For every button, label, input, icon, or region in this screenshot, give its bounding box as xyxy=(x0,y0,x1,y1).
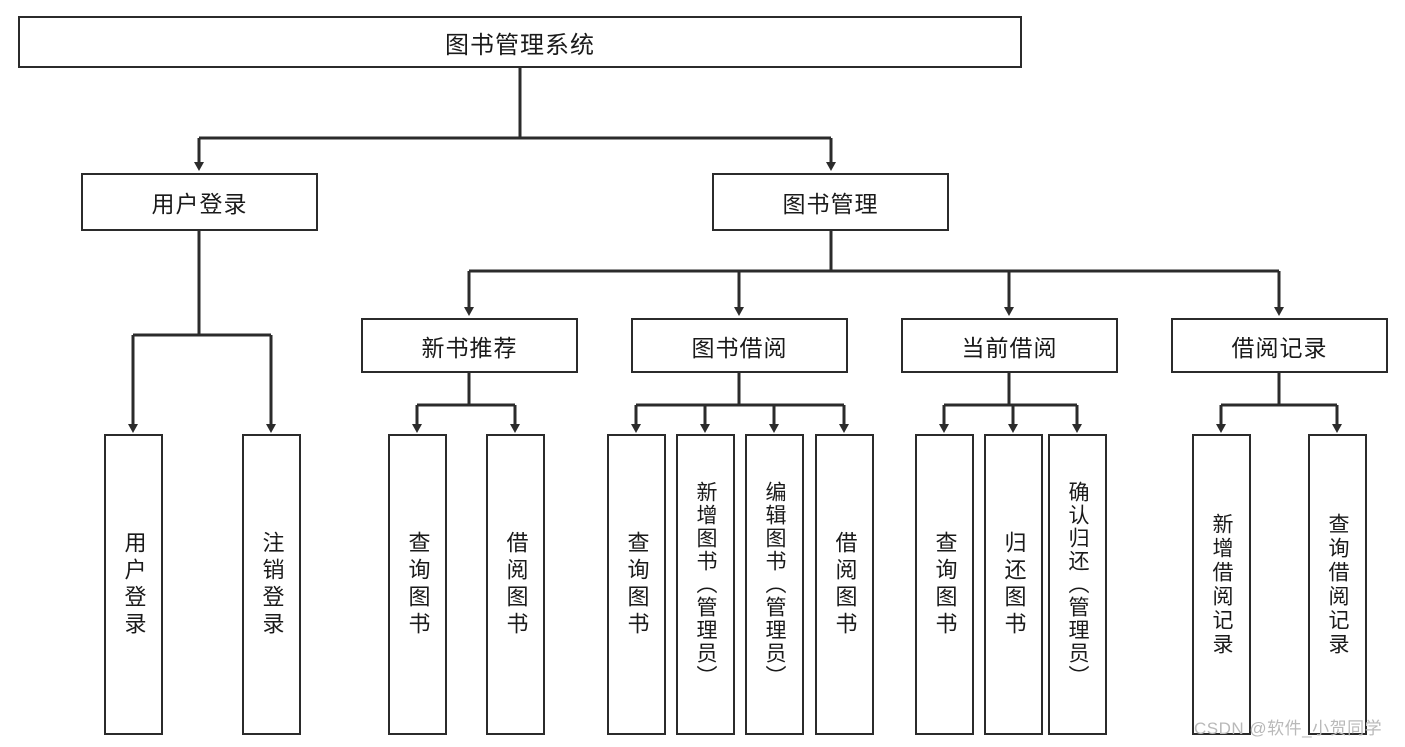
node-current-borrow[interactable]: 当前借阅 xyxy=(901,318,1118,373)
node-label: 新增借阅记录 xyxy=(1210,512,1233,657)
node-label: 编辑图书（管理员） xyxy=(763,481,786,688)
leaf-edit-book-admin[interactable]: 编辑图书（管理员） xyxy=(745,434,804,735)
leaf-confirm-return-admin[interactable]: 确认归还（管理员） xyxy=(1048,434,1107,735)
node-label: 用户登录 xyxy=(121,530,147,639)
leaf-add-book-admin[interactable]: 新增图书（管理员） xyxy=(676,434,735,735)
leaf-user-login[interactable]: 用户登录 xyxy=(104,434,163,735)
node-label: 确认归还（管理员） xyxy=(1066,481,1089,688)
node-borrow-record[interactable]: 借阅记录 xyxy=(1171,318,1388,373)
leaf-add-borrow-record[interactable]: 新增借阅记录 xyxy=(1192,434,1251,735)
leaf-return-book[interactable]: 归还图书 xyxy=(984,434,1043,735)
leaf-query-borrow-record[interactable]: 查询借阅记录 xyxy=(1308,434,1367,735)
node-label: 图书管理 xyxy=(782,191,879,217)
leaf-query-book-recommend[interactable]: 查询图书 xyxy=(388,434,447,735)
node-label: 查询图书 xyxy=(405,530,431,639)
leaf-query-book-borrow[interactable]: 查询图书 xyxy=(607,434,666,735)
leaf-logout-login[interactable]: 注销登录 xyxy=(242,434,301,735)
watermark-credit: CSDN @软件_小贺同学 xyxy=(1194,719,1383,738)
node-label: 新书推荐 xyxy=(421,334,518,361)
node-label: 查询图书 xyxy=(932,530,958,639)
node-new-book-recommend[interactable]: 新书推荐 xyxy=(361,318,578,373)
node-label: 新增图书（管理员） xyxy=(694,481,717,688)
node-label: 借阅图书 xyxy=(832,530,858,639)
node-book-borrow[interactable]: 图书借阅 xyxy=(631,318,848,373)
node-label: 查询图书 xyxy=(624,530,650,639)
node-label: 图书管理系统 xyxy=(445,31,595,59)
leaf-borrow-book-recommend[interactable]: 借阅图书 xyxy=(486,434,545,735)
node-label: 图书借阅 xyxy=(691,334,788,361)
node-label: 用户登录 xyxy=(151,191,248,217)
node-label: 查询借阅记录 xyxy=(1326,512,1349,657)
node-label: 归还图书 xyxy=(1001,530,1027,639)
node-user-login[interactable]: 用户登录 xyxy=(81,173,318,231)
node-label: 借阅图书 xyxy=(503,530,529,639)
node-label: 借阅记录 xyxy=(1231,334,1328,361)
leaf-query-book-current[interactable]: 查询图书 xyxy=(915,434,974,735)
node-book-management[interactable]: 图书管理 xyxy=(712,173,949,231)
node-label: 当前借阅 xyxy=(961,334,1058,361)
leaf-borrow-book[interactable]: 借阅图书 xyxy=(815,434,874,735)
node-label: 注销登录 xyxy=(259,530,285,639)
node-root-system[interactable]: 图书管理系统 xyxy=(18,16,1022,68)
